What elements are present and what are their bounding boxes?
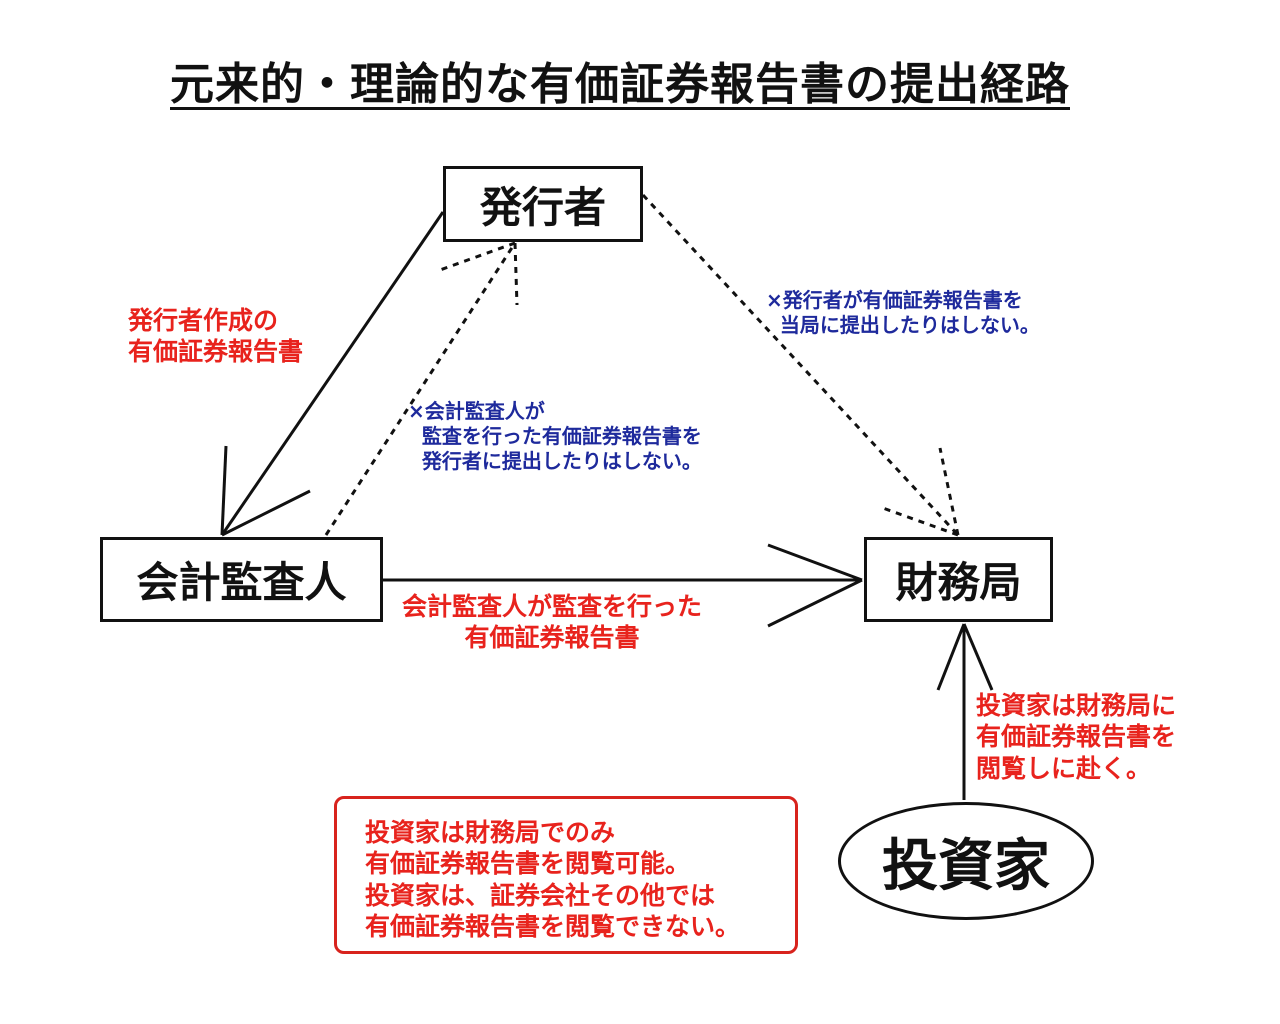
issuer-node: 発行者 — [443, 166, 643, 242]
info-box: 投資家は財務局でのみ 有価証券報告書を閲覧可能。 投資家は、証券会社その他では … — [334, 796, 798, 954]
page-title: 元来的・理論的な有価証券報告書の提出経路 — [170, 59, 1070, 110]
investor-node: 投資家 — [838, 802, 1094, 920]
label-audited-report: 会計監査人が監査を行った 有価証券報告書 — [402, 592, 703, 653]
info-text: 投資家は財務局でのみ 有価証券報告書を閲覧可能。 投資家は、証券会社その他では … — [365, 818, 741, 941]
dotted-auditor-to-issuer — [324, 241, 519, 536]
arrow-investor-to-fsa — [936, 623, 994, 800]
arrow-auditor-to-fsa — [383, 543, 863, 628]
label-investor-visit: 投資家は財務局に 有価証券報告書を 閲覧しに赴く。 — [976, 691, 1177, 783]
dotted-issuer-to-fsa — [641, 193, 960, 537]
auditor-node: 会計監査人 — [100, 537, 383, 622]
arrow-issuer-to-auditor — [220, 211, 445, 537]
fsa-node: 財務局 — [864, 537, 1053, 622]
label-issuer-report: 発行者作成の 有価証券報告書 — [128, 306, 304, 367]
note-auditor-not-submit: ×会計監査人が 監査を行った有価証券報告書を 発行者に提出したりはしない。 — [408, 399, 702, 473]
note-issuer-not-submit: ×発行者が有価証券報告書を 当局に提出したりはしない。 — [766, 288, 1040, 337]
